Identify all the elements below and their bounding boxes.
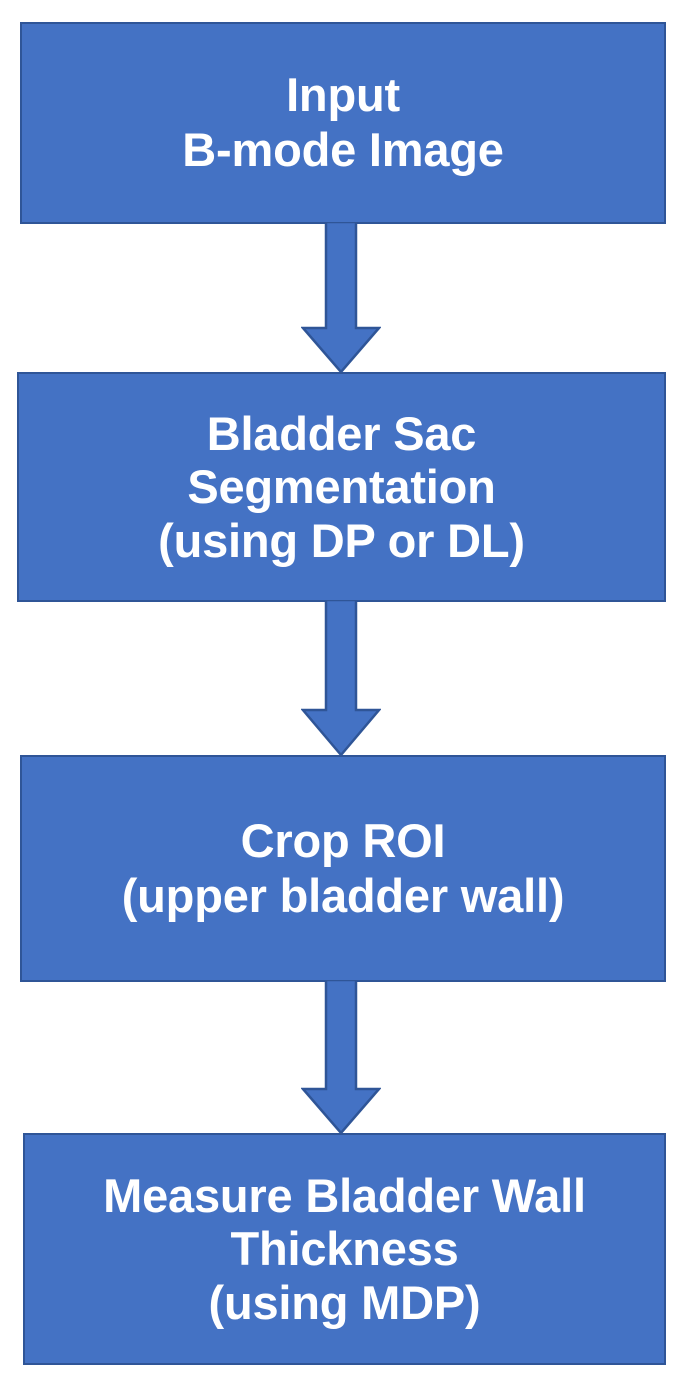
flow-node-measure-bladder-wall-thickness[interactable]: Measure Bladder Wall Thickness (using MD… — [23, 1133, 666, 1365]
arrow-down-shape — [301, 980, 381, 1135]
flow-node-input-b-mode-image[interactable]: Input B-mode Image — [20, 22, 666, 224]
arrow-down-icon-2 — [301, 600, 381, 757]
flow-node-label: Input B-mode Image — [182, 68, 504, 176]
arrow-down-icon-1 — [301, 222, 381, 374]
flow-node-label: Crop ROI (upper bladder wall) — [121, 813, 565, 922]
flow-node-bladder-sac-segmentation[interactable]: Bladder Sac Segmentation (using DP or DL… — [17, 372, 666, 602]
arrow-down-icon-3 — [301, 980, 381, 1135]
flow-node-crop-roi[interactable]: Crop ROI (upper bladder wall) — [20, 755, 666, 982]
flow-node-label: Measure Bladder Wall Thickness (using MD… — [103, 1168, 586, 1329]
arrow-down-shape — [301, 600, 381, 757]
arrow-down-shape — [301, 222, 381, 374]
flow-node-label: Bladder Sac Segmentation (using DP or DL… — [158, 406, 525, 567]
